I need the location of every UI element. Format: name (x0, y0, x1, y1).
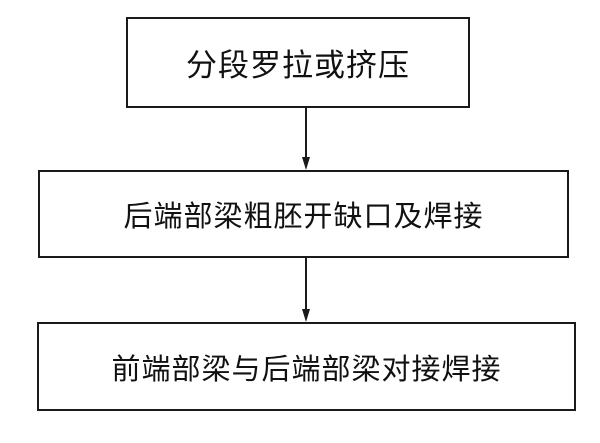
step-box-3: 前端部梁与后端部梁对接焊接 (37, 322, 576, 411)
step-box-2: 后端部梁粗胚开缺口及焊接 (38, 170, 569, 258)
arrow-2 (302, 258, 310, 322)
arrow-1 (302, 108, 310, 170)
step-label-3: 前端部梁与后端部梁对接焊接 (111, 351, 502, 386)
arrow-2-head (302, 309, 310, 322)
arrow-1-head (302, 157, 310, 170)
step-label-2: 后端部梁粗胚开缺口及焊接 (123, 199, 484, 233)
step-label-1: 分段罗拉或挤压 (186, 48, 410, 84)
step-box-1: 分段罗拉或挤压 (126, 17, 470, 108)
